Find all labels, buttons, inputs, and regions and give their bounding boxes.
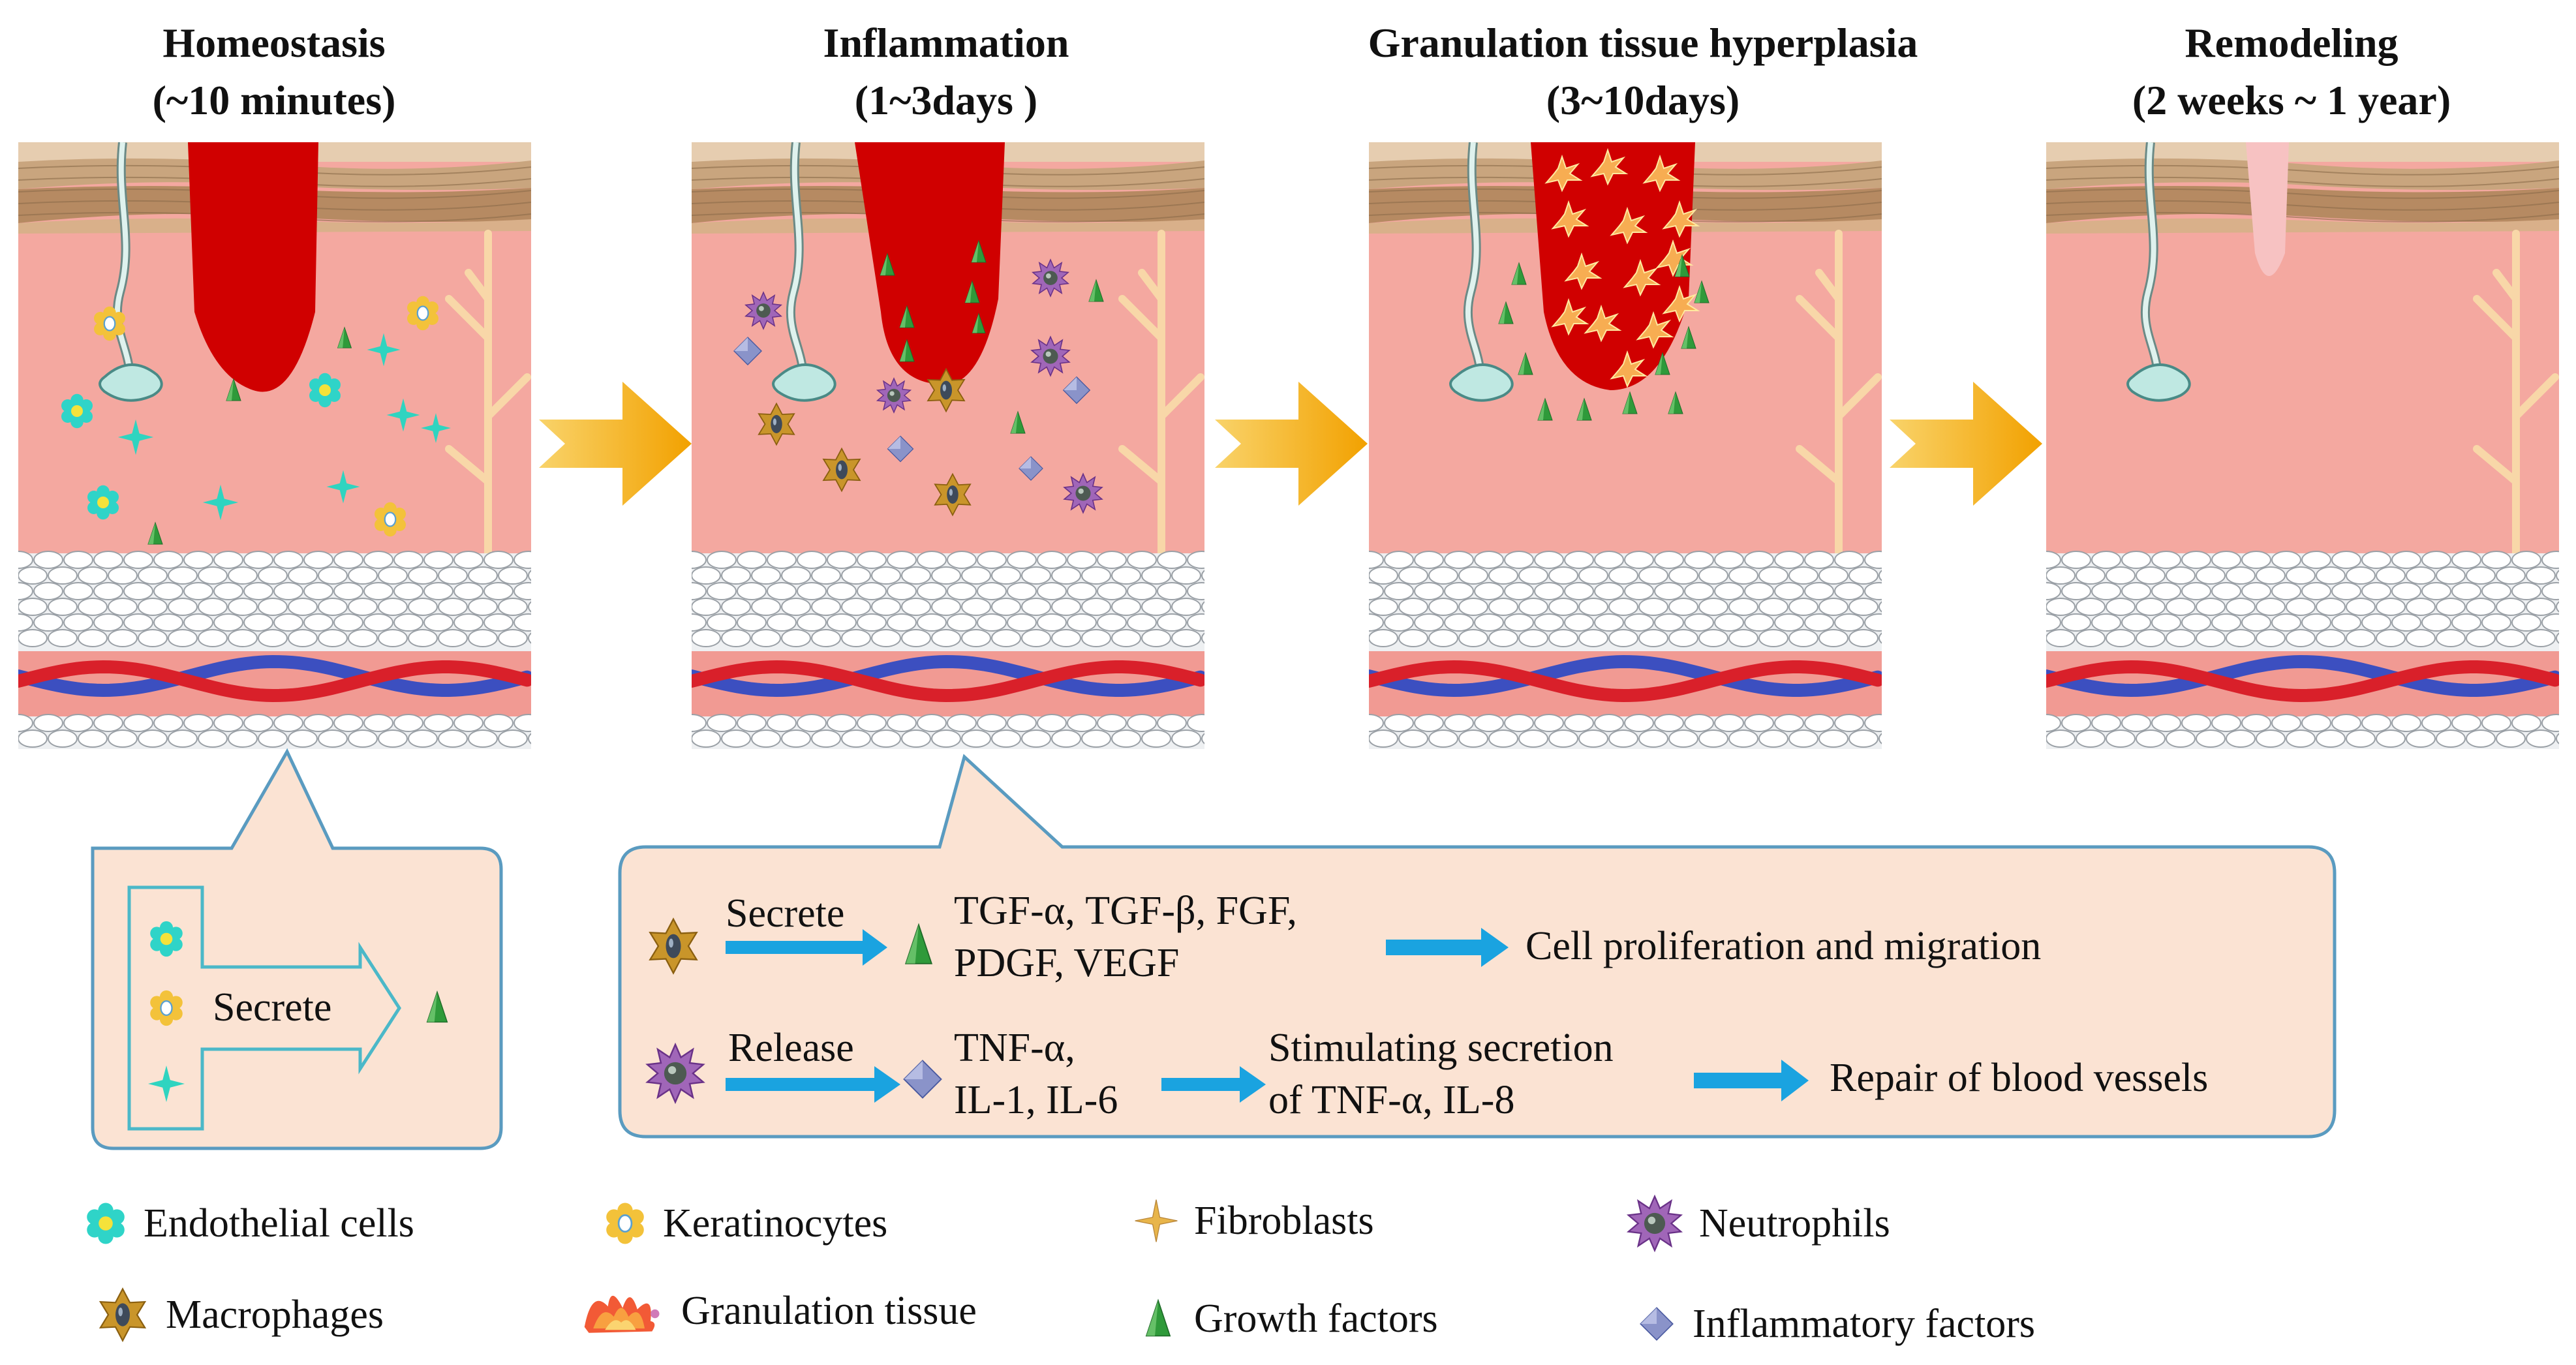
release-label: Release	[728, 1026, 854, 1070]
macrophage-icon	[643, 916, 703, 976]
skin-panel-granulation	[1369, 142, 1882, 749]
legend-inflammatory: Inflammatory factors	[1635, 1295, 2035, 1353]
stage-arrow-2	[1215, 382, 1368, 506]
legend-macrophages: Macrophages	[94, 1285, 384, 1344]
legend-keratinocytes: Keratinocytes	[602, 1194, 887, 1253]
legend-label: Endothelial cells	[144, 1201, 414, 1246]
neutrophil-icon	[643, 1041, 707, 1105]
macrophage-icon	[94, 1286, 151, 1343]
stage-title-granulation: Granulation tissue hyperplasia (3~10days…	[1349, 14, 1937, 129]
endothelial-cell-icon	[82, 1200, 129, 1247]
inflammatory-factor-icon	[1635, 1302, 1678, 1345]
legend-granulation: Granulation tissue	[575, 1281, 977, 1340]
skin-cross-section	[18, 142, 531, 749]
legend-neutrophils: Neutrophils	[1625, 1194, 1890, 1253]
keratinocyte-icon	[602, 1200, 649, 1247]
skin-cross-section	[1369, 142, 1882, 749]
stimulating-secretion-line1: Stimulating secretion	[1268, 1026, 1614, 1070]
legend-label: Fibroblasts	[1194, 1198, 1374, 1243]
legend-growth: Growth factors	[1137, 1289, 1438, 1348]
stage-time: (1~3days )	[854, 77, 1038, 123]
stage-arrow-3	[1890, 382, 2042, 506]
stage-time: (3~10days)	[1546, 77, 1740, 123]
legend-endothelial: Endothelial cells	[82, 1194, 414, 1253]
stage-arrow-1	[539, 382, 692, 506]
skin-panel-homeostasis	[18, 142, 531, 749]
legend-label: Inflammatory factors	[1693, 1301, 2036, 1346]
legend-label: Macrophages	[166, 1292, 384, 1337]
homeostasis-secrete-label: Secrete	[213, 985, 332, 1030]
stage-name: Granulation tissue hyperplasia	[1368, 20, 1918, 66]
legend-label: Growth factors	[1194, 1296, 1438, 1341]
skin-panel-remodeling	[2046, 142, 2559, 749]
stage-name: Inflammation	[823, 20, 1069, 66]
legend-fibroblasts: Fibroblasts	[1133, 1191, 1374, 1250]
secrete-label: Secrete	[726, 891, 845, 936]
granulation-tissue-icon	[575, 1281, 667, 1340]
skin-panel-inflammation	[692, 142, 1204, 749]
stage-name: Remodeling	[2185, 20, 2399, 66]
inflammatory-factor-icon	[898, 1054, 947, 1104]
inflammatory-factor-list-line2: IL-1, IL-6	[954, 1078, 1118, 1122]
stage-title-remodeling: Remodeling (2 weeks ~ 1 year)	[1998, 14, 2576, 129]
stage-title-homeostasis: Homeostasis (~10 minutes)	[0, 14, 568, 129]
stage-title-inflammation: Inflammation (1~3days )	[652, 14, 1240, 129]
fibroblast-icon	[1133, 1197, 1180, 1244]
stimulating-secretion-line2: of TNF-α, IL-8	[1268, 1078, 1515, 1122]
legend-label: Keratinocytes	[663, 1201, 888, 1246]
outcome-cell-proliferation: Cell proliferation and migration	[1526, 924, 2042, 968]
skin-cross-section	[692, 142, 1204, 749]
growth-factor-list-line1: TGF-α, TGF-β, FGF,	[954, 889, 1297, 933]
legend-label: Granulation tissue	[681, 1288, 977, 1333]
growth-factor-icon	[1137, 1297, 1180, 1340]
skin-cross-section	[2046, 142, 2559, 749]
stage-time: (2 weeks ~ 1 year)	[2132, 77, 2451, 123]
inflammatory-factor-list-line1: TNF-α,	[954, 1026, 1075, 1070]
growth-factor-icon	[895, 921, 942, 968]
outcome-repair-blood-vessels: Repair of blood vessels	[1830, 1056, 2209, 1100]
growth-factor-list-line2: PDGF, VEGF	[954, 941, 1180, 985]
legend-label: Neutrophils	[1699, 1201, 1890, 1246]
stage-time: (~10 minutes)	[152, 77, 396, 123]
stage-name: Homeostasis	[162, 20, 386, 66]
neutrophil-icon	[1625, 1193, 1685, 1253]
